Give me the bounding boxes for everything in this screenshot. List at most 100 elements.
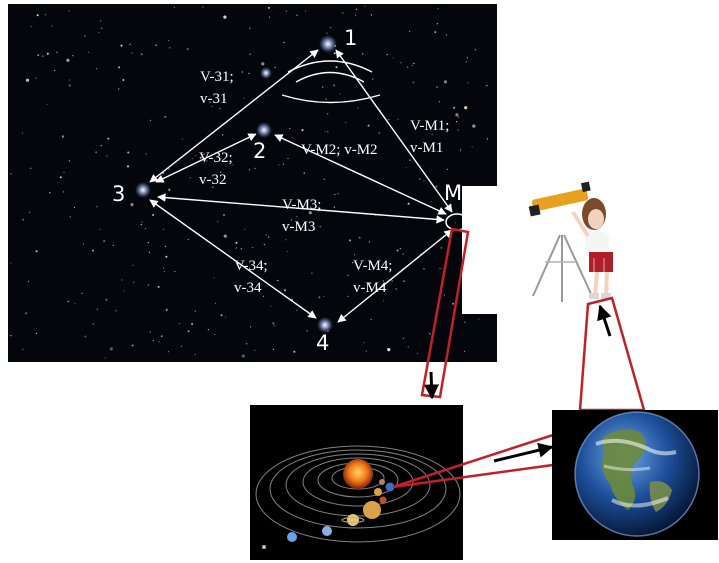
background-star — [181, 138, 183, 140]
background-star — [419, 178, 421, 180]
background-star — [149, 331, 151, 333]
background-star — [51, 25, 53, 27]
background-star — [152, 340, 154, 342]
background-star — [423, 180, 425, 182]
background-star — [391, 280, 393, 282]
background-star — [405, 167, 407, 169]
background-star — [30, 167, 32, 169]
link-labels: V-31; v-31 V-32; v-32 V-M2; v-M2 V-M1; v… — [199, 69, 449, 296]
background-star — [467, 82, 469, 84]
background-star — [348, 239, 351, 242]
background-star — [189, 177, 191, 179]
background-star — [423, 268, 425, 270]
background-star — [358, 236, 361, 239]
background-star — [319, 226, 321, 228]
background-star — [10, 173, 12, 175]
background-star — [324, 130, 326, 133]
background-star — [272, 348, 274, 350]
angle-arc-3 — [281, 94, 381, 104]
background-star — [141, 221, 143, 223]
background-star — [272, 322, 275, 325]
earth-globe-icon — [552, 410, 718, 540]
background-star — [99, 228, 101, 231]
star-1-label: 1 — [344, 26, 357, 50]
background-star — [173, 7, 175, 9]
observer-m-label: M — [444, 181, 462, 205]
background-star — [248, 72, 250, 74]
background-star — [84, 335, 87, 338]
background-star — [27, 280, 30, 282]
background-star — [213, 277, 215, 279]
background-star — [407, 346, 409, 348]
background-star — [212, 186, 214, 188]
background-star — [92, 323, 94, 325]
background-star — [168, 351, 170, 353]
background-star — [342, 12, 344, 14]
background-star — [291, 136, 293, 139]
background-star — [122, 79, 125, 81]
sun — [343, 459, 373, 489]
girl-with-telescope-icon — [528, 181, 613, 302]
background-star — [132, 264, 134, 266]
background-star — [214, 302, 217, 304]
star-4-label: 4 — [316, 331, 329, 355]
velocity-arrows — [149, 49, 453, 323]
background-star — [240, 248, 242, 250]
arrow-3-4 — [149, 199, 317, 319]
background-star — [158, 341, 160, 343]
label-v34-lower: v-34 — [234, 280, 262, 296]
star-2 — [256, 122, 272, 138]
background-star — [164, 115, 167, 118]
background-star — [219, 107, 221, 110]
background-star — [217, 220, 219, 223]
label-vm2: V-M2; v-M2 — [301, 142, 378, 158]
label-vm1-upper: V-M1; — [410, 118, 449, 134]
zoom-arrow-up — [597, 304, 612, 337]
background-star — [66, 58, 70, 62]
background-star — [144, 228, 147, 230]
background-star — [118, 66, 121, 69]
label-v31-upper: V-31; — [200, 69, 234, 85]
background-star — [222, 134, 224, 136]
earth-small — [385, 482, 395, 492]
background-star — [131, 52, 133, 54]
background-star — [140, 53, 143, 56]
background-star — [305, 10, 307, 12]
background-star — [191, 323, 194, 326]
background-star — [29, 211, 31, 213]
background-star — [306, 329, 309, 332]
background-star — [335, 66, 338, 69]
background-star — [129, 43, 131, 45]
background-star — [378, 132, 380, 134]
background-star — [249, 27, 251, 29]
background-star — [362, 53, 364, 55]
arrow-4-m — [337, 229, 453, 323]
background-star — [10, 262, 12, 264]
background-star — [409, 30, 411, 32]
background-star — [434, 31, 437, 34]
background-star — [455, 222, 457, 224]
background-star — [92, 249, 94, 252]
background-star — [327, 113, 329, 115]
background-star — [466, 57, 468, 59]
background-star — [241, 354, 245, 358]
background-star — [194, 310, 196, 312]
background-star — [115, 310, 117, 312]
background-star — [168, 168, 170, 170]
background-star — [472, 124, 476, 128]
jupiter — [363, 501, 381, 519]
background-star — [439, 267, 441, 270]
background-star — [46, 103, 48, 105]
background-star — [392, 57, 394, 59]
background-star — [56, 51, 58, 53]
background-star — [103, 240, 106, 243]
background-star — [284, 289, 286, 292]
background-star — [277, 280, 279, 282]
background-star — [87, 51, 90, 53]
background-star — [326, 32, 328, 34]
background-star — [194, 155, 197, 157]
background-star — [388, 119, 390, 121]
background-star — [21, 132, 24, 134]
background-star — [95, 68, 98, 70]
zoom-arrow-right — [493, 442, 554, 463]
